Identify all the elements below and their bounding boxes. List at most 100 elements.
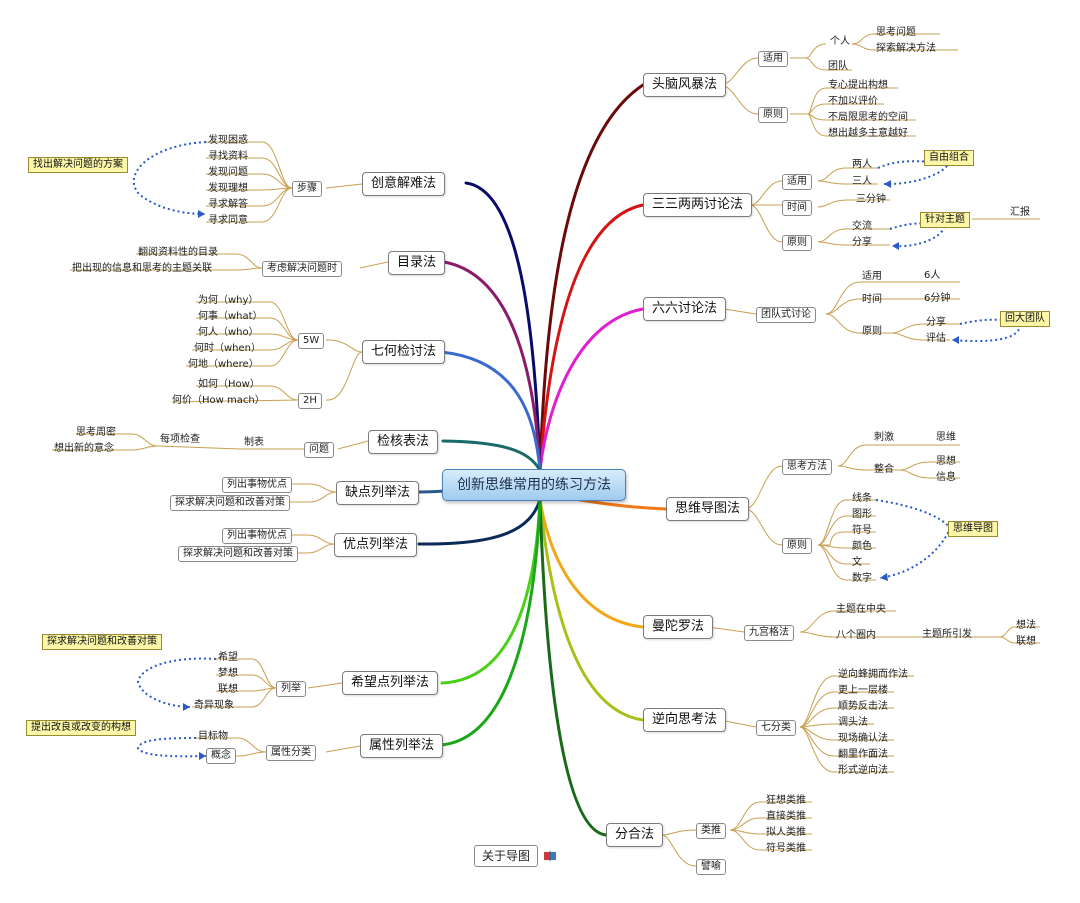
branch-seven-q[interactable]: 七何检讨法	[362, 340, 446, 364]
node-text: 文	[852, 557, 862, 568]
node-a3: 拟人类推	[766, 827, 806, 838]
node-eight: 八个圈内	[836, 630, 876, 641]
branch-reverse[interactable]: 逆向思考法	[643, 708, 727, 732]
node-analogy[interactable]: 类推	[696, 823, 726, 839]
node-r6: 翻里作面法	[838, 749, 888, 760]
node-a2: 直接类推	[766, 811, 806, 822]
branch-line-attribute	[438, 498, 542, 747]
node-s1: 发现困惑	[208, 135, 248, 146]
about-map-button[interactable]: 关于导图	[474, 845, 539, 867]
node-nine-grid[interactable]: 九宫格法	[744, 625, 794, 641]
node-classify[interactable]: 属性分类	[266, 745, 316, 761]
node-5w[interactable]: 5W	[298, 333, 325, 349]
node-who: 何人（who）	[198, 327, 259, 338]
node-strange: 奇异现象	[194, 700, 234, 711]
callout-hope: 探求解决问题和改善对策	[42, 634, 162, 650]
node-metaphor[interactable]: 譬喻	[696, 859, 726, 875]
node-steps[interactable]: 步骤	[292, 181, 322, 197]
node-a1: 狂想类推	[766, 795, 806, 806]
branch-line-six-six	[538, 307, 645, 472]
node-thinking: 思维	[936, 432, 956, 443]
node-consider[interactable]: 考虑解决问题时	[262, 261, 342, 277]
node-thorough: 思考周密	[76, 427, 116, 438]
node-when: 何时（when）	[194, 343, 262, 354]
branch-mindmap[interactable]: 思维导图法	[666, 497, 750, 521]
branch-attribute[interactable]: 属性列举法	[360, 734, 444, 758]
node-tt-apply[interactable]: 适用	[782, 174, 812, 190]
branch-three-two[interactable]: 三三两两讨论法	[643, 193, 753, 217]
node-p3: 不局限思考的空间	[828, 112, 908, 123]
branch-hope[interactable]: 希望点列举法	[342, 671, 439, 695]
node-brainstorm-principle[interactable]: 原则	[758, 107, 788, 123]
node-six-people: 6人	[924, 270, 941, 281]
node-three-min: 三分钟	[856, 194, 886, 205]
node-report: 汇报	[1010, 207, 1030, 218]
central-topic[interactable]: 创新思维常用的练习方法	[442, 469, 626, 501]
node-d1[interactable]: 列出事物优点	[222, 477, 292, 493]
node-m2[interactable]: 探求解决问题和改善对策	[178, 546, 298, 562]
node-s5: 寻求解答	[208, 199, 248, 210]
branch-catalog[interactable]: 目录法	[388, 251, 446, 275]
node-tt-time[interactable]: 时间	[782, 200, 812, 216]
node-mm-principle[interactable]: 原则	[782, 538, 812, 554]
node-integrate: 整合	[874, 464, 894, 475]
node-individual: 个人	[830, 36, 850, 47]
node-exchange: 交流	[852, 221, 872, 232]
branch-brainstorm[interactable]: 头脑风暴法	[643, 73, 727, 97]
branch-synthesis[interactable]: 分合法	[606, 823, 664, 847]
node-m1[interactable]: 列出事物优点	[222, 528, 292, 544]
node-seven-class[interactable]: 七分类	[756, 720, 796, 736]
relation-attribute	[136, 737, 207, 758]
callout-find-solution: 找出解决问题的方案	[28, 157, 128, 173]
branch-defect[interactable]: 缺点列举法	[336, 481, 420, 505]
node-explore-solution: 探索解决方法	[876, 43, 936, 54]
branch-mandala[interactable]: 曼陀罗法	[643, 615, 714, 639]
node-d2[interactable]: 探求解决问题和改善对策	[170, 495, 290, 511]
branch-line-brainstorm	[538, 83, 645, 472]
relation-creative	[133, 141, 207, 215]
node-p1: 专心提出构想	[828, 80, 888, 91]
node-two-people: 两人	[852, 159, 872, 170]
node-list[interactable]: 列举	[276, 681, 306, 697]
node-2h[interactable]: 2H	[298, 393, 322, 409]
callout-mindmap: 思维导图	[948, 521, 998, 537]
node-line: 线条	[852, 493, 872, 504]
branch-line-seven-q	[439, 350, 542, 472]
node-tt-principle[interactable]: 原则	[782, 235, 812, 251]
branch-line-check	[441, 439, 542, 472]
node-p2: 不加以评价	[828, 96, 878, 107]
node-share: 分享	[852, 237, 872, 248]
branch-six-six[interactable]: 六六讨论法	[643, 297, 727, 321]
branch-line-mindmap	[578, 498, 668, 511]
node-ss-share: 分享	[926, 317, 946, 328]
node-assoc: 联想	[218, 684, 238, 695]
node-color: 颜色	[852, 541, 872, 552]
node-where: 何地（where）	[188, 359, 259, 370]
node-how: 如何（How）	[198, 379, 260, 390]
relation-hope	[136, 657, 217, 708]
node-three-people: 三人	[852, 176, 872, 187]
branch-line-creative	[464, 181, 542, 472]
node-team-discussion[interactable]: 团队式讨论	[756, 307, 816, 323]
node-r3: 顺势反击法	[838, 701, 888, 712]
node-hope: 希望	[218, 652, 238, 663]
node-think-method[interactable]: 思考方法	[782, 459, 832, 475]
callout-focus-topic: 针对主题	[920, 212, 970, 228]
node-s2: 寻找资料	[208, 151, 248, 162]
node-problem[interactable]: 问题	[304, 442, 334, 458]
node-shape: 图形	[852, 509, 872, 520]
node-concept[interactable]: 概念	[206, 748, 236, 764]
book-icon[interactable]	[544, 851, 556, 861]
branch-merit[interactable]: 优点列举法	[334, 533, 418, 557]
node-thought: 想法	[1016, 620, 1036, 631]
callout-free-combo: 自由组合	[924, 150, 974, 166]
branch-creative[interactable]: 创意解难法	[362, 172, 446, 196]
node-center: 主题在中央	[836, 604, 886, 615]
node-induced: 主题所引发	[922, 629, 972, 640]
node-each-check: 每项检查	[160, 434, 200, 445]
branch-check[interactable]: 检核表法	[368, 430, 439, 454]
node-brainstorm-apply[interactable]: 适用	[758, 51, 788, 67]
node-think-problem: 思考问题	[876, 27, 916, 38]
